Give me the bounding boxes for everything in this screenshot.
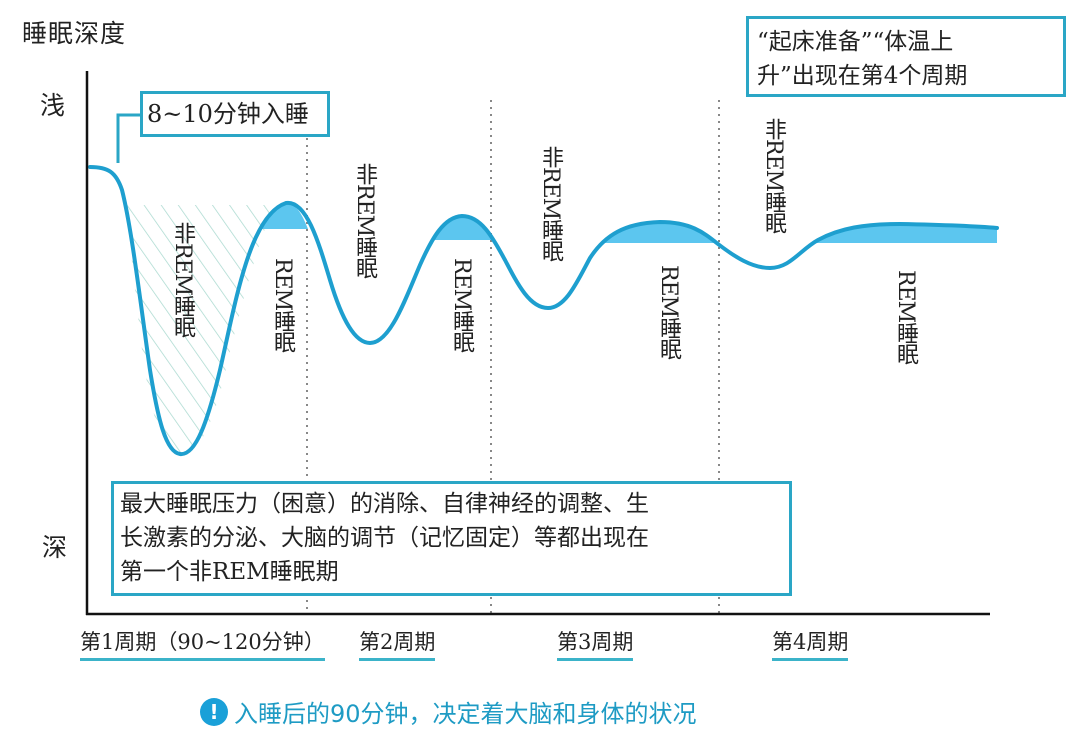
y-axis-deep-label: 深 bbox=[42, 533, 68, 562]
rem2-fill bbox=[432, 216, 492, 240]
nrem-label-cycle1: 非REM睡眠 bbox=[170, 222, 195, 338]
rem-label-cycle2: REM睡眠 bbox=[449, 258, 474, 353]
rem1-fill bbox=[262, 202, 308, 229]
first-nrem-callout-line-3: 第一个非REM睡眠期 bbox=[120, 559, 339, 585]
cycle4-callout-line-2: 升”出现在第4个周期 bbox=[757, 63, 968, 89]
rem-label-cycle4: REM睡眠 bbox=[893, 270, 918, 365]
rem-label-cycle3: REM睡眠 bbox=[656, 265, 681, 360]
caption: ! 入睡后的90分钟，决定着大脑和身体的状况 bbox=[200, 694, 697, 729]
exclamation-icon: ! bbox=[200, 697, 228, 726]
nrem-label-cycle3: 非REM睡眠 bbox=[538, 146, 563, 262]
first-nrem-callout: 最大睡眠压力（困意）的消除、自律神经的调整、生 长激素的分泌、大脑的调节（记忆固… bbox=[111, 481, 792, 596]
y-axis-shallow-label: 浅 bbox=[40, 91, 66, 120]
y-axis-title: 睡眠深度 bbox=[22, 19, 127, 48]
onset-connector bbox=[116, 113, 140, 163]
cycle4-callout-line-1: “起床准备”“体温上 bbox=[757, 29, 954, 55]
sleep-depth-curve bbox=[88, 165, 999, 456]
cycle-label-3: 第3周期 bbox=[557, 626, 634, 661]
cycle-label-1: 第1周期（90~120分钟） bbox=[80, 626, 325, 661]
caption-text: 入睡后的90分钟，决定着大脑和身体的状况 bbox=[234, 700, 697, 728]
nrem-label-cycle2: 非REM睡眠 bbox=[352, 163, 377, 279]
cycle-label-2: 第2周期 bbox=[359, 626, 436, 661]
nrem-label-cycle4: 非REM睡眠 bbox=[761, 118, 786, 234]
first-nrem-callout-line-2: 长激素的分泌、大脑的调节（记忆固定）等都出现在 bbox=[120, 525, 649, 551]
rem4-fill bbox=[815, 224, 997, 243]
cycle-label-4: 第4周期 bbox=[772, 626, 849, 661]
sleep-onset-callout: 8~10分钟入睡 bbox=[140, 91, 330, 137]
first-nrem-callout-line-1: 最大睡眠压力（困意）的消除、自律神经的调整、生 bbox=[120, 491, 649, 517]
cycle4-callout: “起床准备”“体温上 升”出现在第4个周期 bbox=[746, 16, 1066, 97]
nrem1-hatch-area bbox=[125, 205, 275, 455]
rem-label-cycle1: REM睡眠 bbox=[270, 258, 295, 353]
